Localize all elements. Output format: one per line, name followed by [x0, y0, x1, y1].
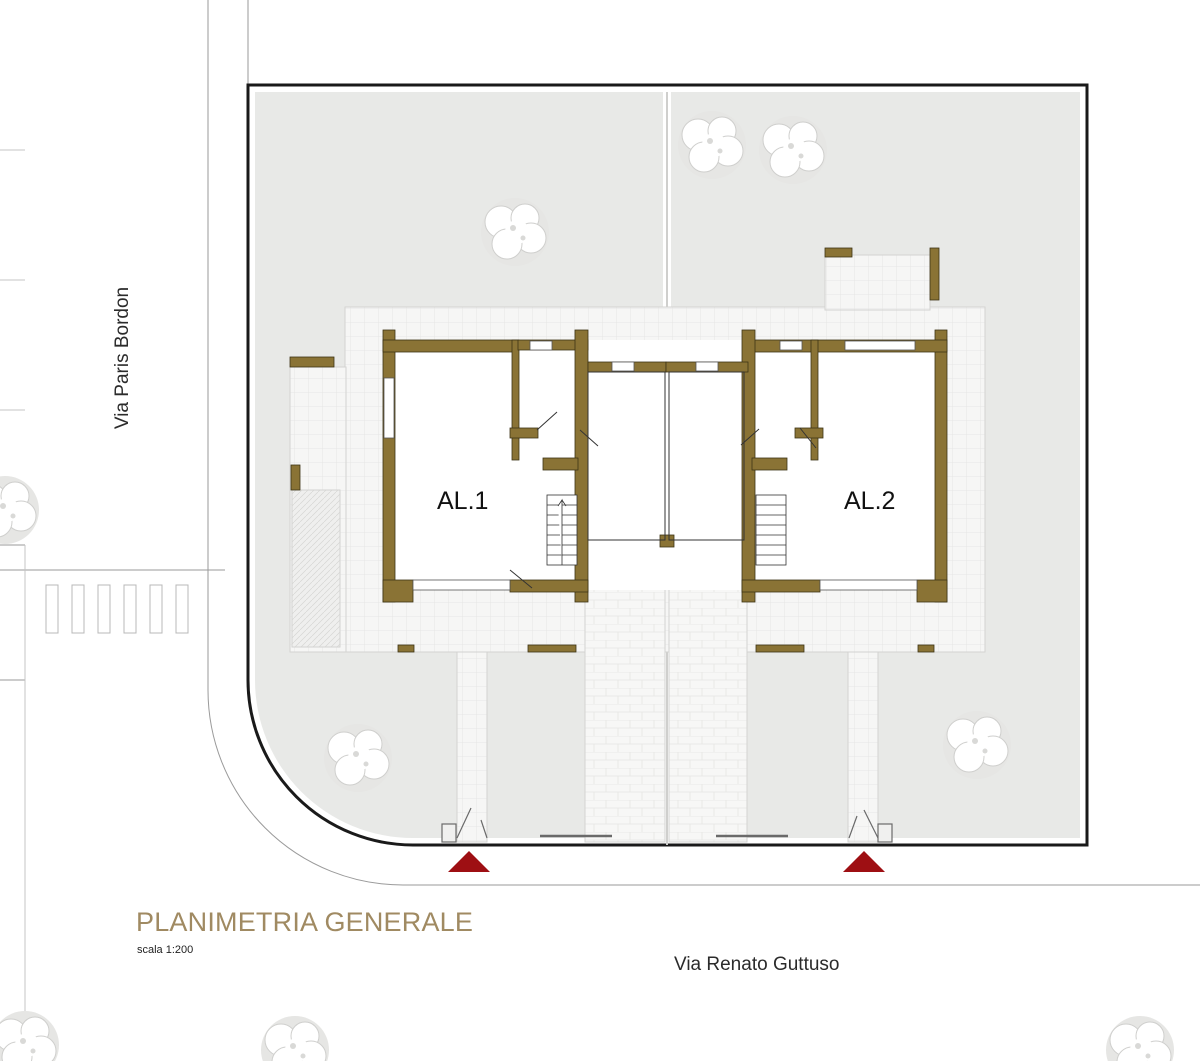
- entrance-arrow-icon: [843, 851, 885, 872]
- plan-scale: scala 1:200: [137, 944, 194, 956]
- unit-label-al2: AL.2: [844, 487, 896, 515]
- pedestrian-crossing: [45, 584, 189, 634]
- entrance-arrow-icon: [448, 851, 490, 872]
- tree-icon: [323, 723, 393, 793]
- tree-icon: [758, 115, 828, 185]
- plan-title: PLANIMETRIA GENERALE: [136, 907, 474, 937]
- gates: [441, 807, 893, 843]
- tree-icon: [480, 197, 550, 267]
- street-label-bottom: Via Renato Guttuso: [674, 954, 840, 975]
- street-label-left: Via Paris Bordon: [112, 286, 133, 430]
- stairs: [546, 494, 787, 566]
- tree-icon: [260, 1015, 330, 1061]
- tree-icon: [0, 1010, 60, 1061]
- partitions: [509, 371, 817, 589]
- tree-icon: [677, 110, 747, 180]
- tree-icon: [942, 710, 1012, 780]
- tree-icon: [1105, 1015, 1175, 1061]
- unit-label-al1: AL.1: [437, 487, 489, 515]
- tree-icon: [0, 475, 40, 545]
- windows: [383, 340, 918, 591]
